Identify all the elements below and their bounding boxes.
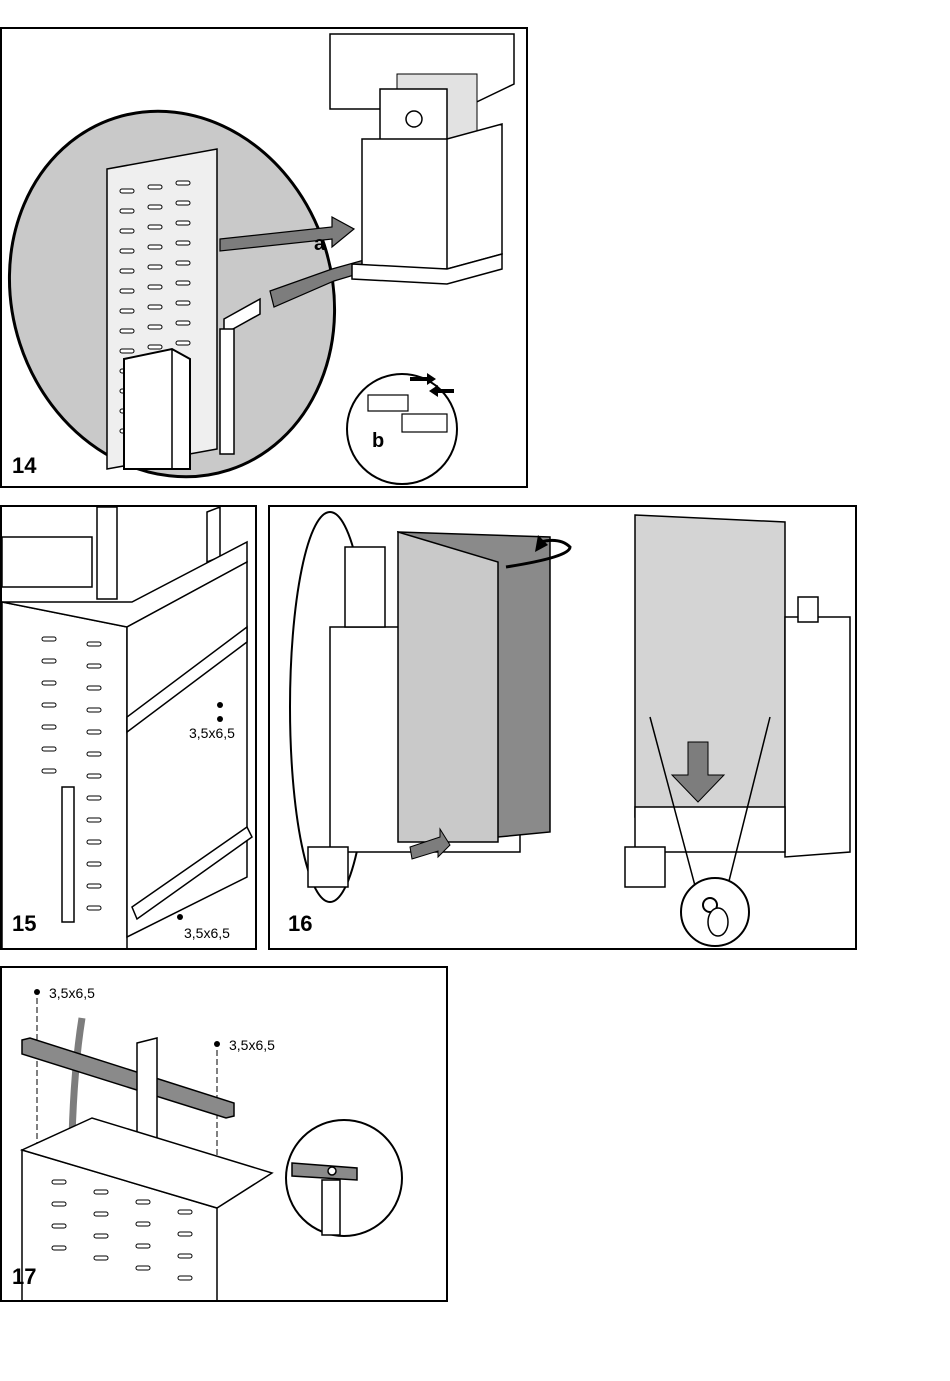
callout-b: b [372,431,384,451]
right-cabinet-side [785,617,850,857]
step-number-17: 17 [12,1266,36,1288]
screw-size-label-left: 3,5x6,5 [49,986,95,1000]
step-15-panel: 3,5x6,5 3,5x6,5 15 [0,505,257,950]
connector-plug-left [368,395,408,411]
step-number-16: 16 [288,913,312,935]
right-cabinet-base [635,807,785,852]
callout-a: a [314,234,325,254]
step-number-14: 14 [12,455,36,477]
step-16-panel: 16 [268,505,857,950]
step-16-illustration [270,507,857,950]
control-module [124,349,190,469]
step-17-panel: 3,5x6,5 3,5x6,5 17 [0,966,448,1302]
connector-plug-right [402,414,447,432]
right-front-panel [635,515,785,817]
power-cable [72,1018,82,1138]
step-14-illustration [2,29,528,488]
step-17-illustration [2,968,448,1302]
step-number-15: 15 [12,913,36,935]
step-14-panel: a b 14 [0,27,528,488]
rotating-front-panel-front [398,532,498,842]
screw-size-label-top: 3,5x6,5 [189,726,235,740]
hood-cabinet [362,124,502,269]
screw-size-label-bottom: 3,5x6,5 [184,926,230,940]
left-cabinet-motor [345,547,385,627]
control-strip [62,787,74,922]
horizontal-bracket [22,1038,234,1118]
screw-size-label-right: 3,5x6,5 [229,1038,275,1052]
